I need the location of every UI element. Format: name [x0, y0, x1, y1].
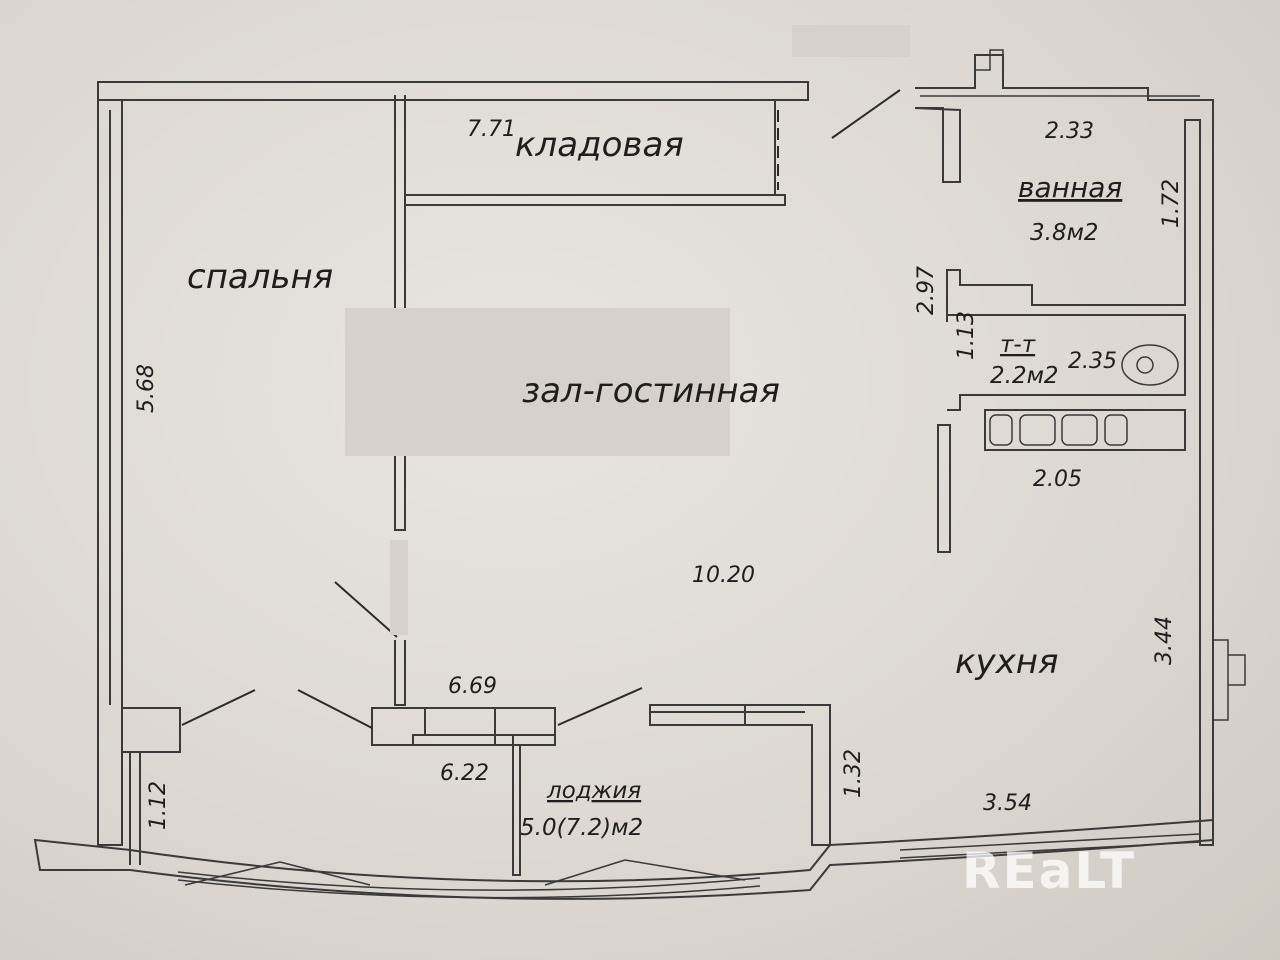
loggia-door-left	[181, 689, 256, 726]
stove-burner-icon	[989, 414, 1013, 446]
room-label-loggia: лоджия	[546, 778, 641, 804]
loggia-left-wall	[129, 752, 141, 865]
dim-bath-height: 1.72	[1159, 179, 1184, 228]
kitchen-partition	[937, 424, 951, 553]
watermark-logo: REaLT	[962, 842, 1136, 900]
room-label-toilet: т-т	[1000, 332, 1036, 358]
window-swing-marks	[184, 859, 746, 886]
dim-loggia-outer: 6.69	[448, 674, 497, 699]
room-label-storage: кладовая	[515, 125, 684, 165]
loggia-door-center	[297, 689, 373, 729]
windows-front	[177, 833, 1201, 899]
stove-burner-icon	[1104, 414, 1128, 446]
room-label-bathroom: ванная	[1018, 171, 1122, 204]
dim-living-width: 10.20	[692, 563, 755, 588]
loggia-right-block	[649, 704, 831, 846]
bathroom-area: 3.8м2	[1030, 220, 1099, 246]
dim-kitchen-width: 3.54	[983, 791, 1032, 816]
entrance-door	[831, 89, 901, 139]
chimney-detail	[920, 49, 1200, 97]
dim-loggia-right: 1.32	[841, 749, 866, 798]
toilet-walls	[947, 314, 1186, 411]
loggia-divider	[371, 707, 556, 746]
left-wall	[97, 82, 123, 846]
dim-loggia-inner: 6.22	[440, 761, 489, 786]
dim-corridor: 2.97	[914, 266, 939, 315]
dim-bath-width: 2.33	[1045, 119, 1094, 144]
toilet-area: 2.2м2	[990, 363, 1059, 389]
toilet-bowl-icon	[1121, 344, 1179, 386]
redacted-patch	[390, 540, 408, 635]
dim-toilet-width: 2.35	[1068, 349, 1117, 374]
loggia-door-right	[557, 687, 643, 726]
dim-storage-length: 7.71	[467, 117, 516, 142]
kitchen-window	[1213, 639, 1246, 721]
loggia-inner-wall	[412, 734, 521, 876]
room-label-living: зал-гостинная	[522, 371, 780, 411]
dim-kitchen-height: 3.44	[1152, 616, 1177, 665]
top-wall	[97, 81, 809, 101]
dim-toilet-height: 1.13	[954, 311, 979, 360]
loggia-area: 5.0(7.2)м2	[520, 815, 643, 841]
left-pillar	[121, 707, 181, 753]
bedroom-door	[334, 581, 398, 638]
sink-icon	[1019, 414, 1056, 446]
kitchen-counter	[984, 409, 1186, 451]
dim-loggia-left: 1.12	[146, 781, 171, 830]
room-label-kitchen: кухня	[955, 642, 1058, 682]
redacted-patch	[345, 308, 730, 456]
redacted-patch	[792, 25, 910, 57]
dim-kitchen-counter: 2.05	[1033, 467, 1082, 492]
dim-bedroom-height: 5.68	[134, 364, 159, 413]
storage-walls	[405, 100, 786, 206]
toilet-seat-icon	[1136, 356, 1154, 374]
sink-icon	[1061, 414, 1098, 446]
bottom-front-wall	[33, 818, 1214, 900]
room-label-bedroom: спальня	[187, 257, 333, 297]
